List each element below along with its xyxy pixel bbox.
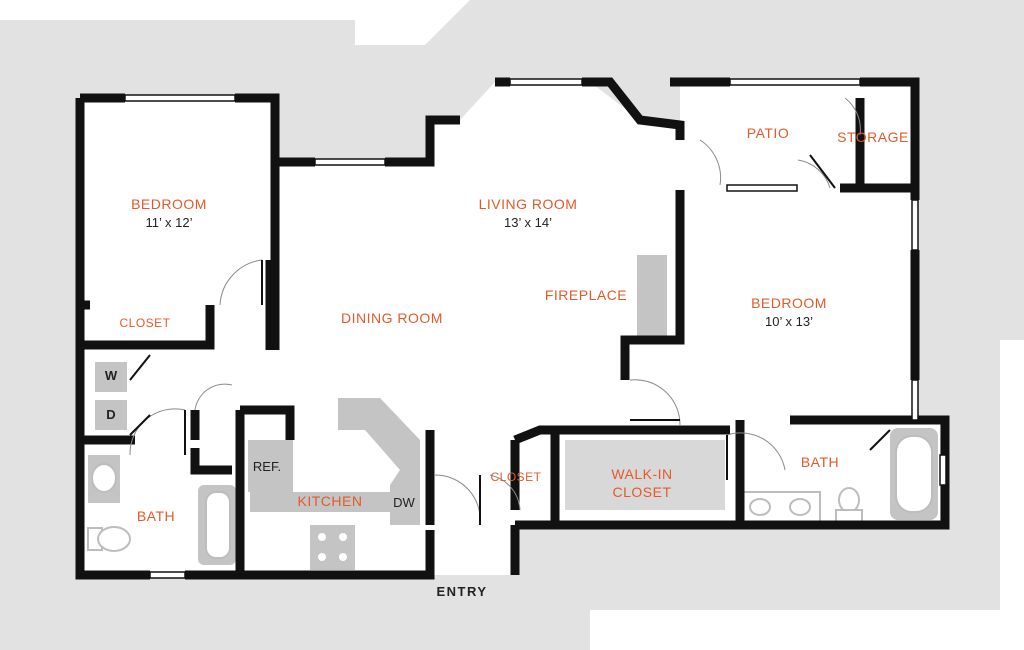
bedroom-left-size: 11’ x 12’: [145, 215, 193, 230]
bath-left-label: BATH: [136, 508, 176, 524]
refrigerator-box: [248, 440, 293, 492]
dryer-box: [95, 400, 127, 430]
walkin-closet-label-line1: WALK-IN: [611, 466, 673, 482]
dining-room-label: DINING ROOM: [341, 310, 443, 326]
washer-label: W: [104, 368, 118, 383]
closet-entry-label: CLOSET: [490, 470, 542, 484]
washer-box: [95, 362, 127, 392]
door-leaves: [129, 154, 891, 525]
walkin-shelf: [565, 440, 725, 510]
dishwasher-label: DW: [393, 495, 415, 510]
kitchen-lower-counter: [250, 492, 390, 512]
dryer-label: D: [106, 407, 116, 422]
bedroom-right-label: BEDROOM: [751, 295, 827, 311]
entry-label: ENTRY: [436, 584, 488, 599]
fireplace-box: [637, 255, 667, 340]
refrigerator-label: REF.: [252, 459, 282, 474]
patio-label: PATIO: [746, 125, 790, 141]
living-room-label: LIVING ROOM: [478, 196, 578, 212]
bath-fixtures: [87, 435, 933, 559]
cooktop-burners: [318, 533, 347, 561]
bedroom-right-size: 10’ x 13’: [765, 314, 813, 329]
bath-right-label: BATH: [800, 454, 840, 470]
storage-label: STORAGE: [837, 129, 909, 145]
closet-left-label: CLOSET: [119, 316, 171, 330]
walkin-closet-label-line2: CLOSET: [612, 484, 672, 500]
bedroom-left-label: BEDROOM: [131, 196, 207, 212]
kitchen-counter: [338, 398, 420, 525]
range-box: [310, 525, 355, 570]
living-room-size: 13’ x 14’: [504, 215, 552, 230]
fireplace-label: FIREPLACE: [544, 287, 628, 303]
kitchen-label: KITCHEN: [297, 493, 363, 509]
windows: [124, 78, 947, 579]
